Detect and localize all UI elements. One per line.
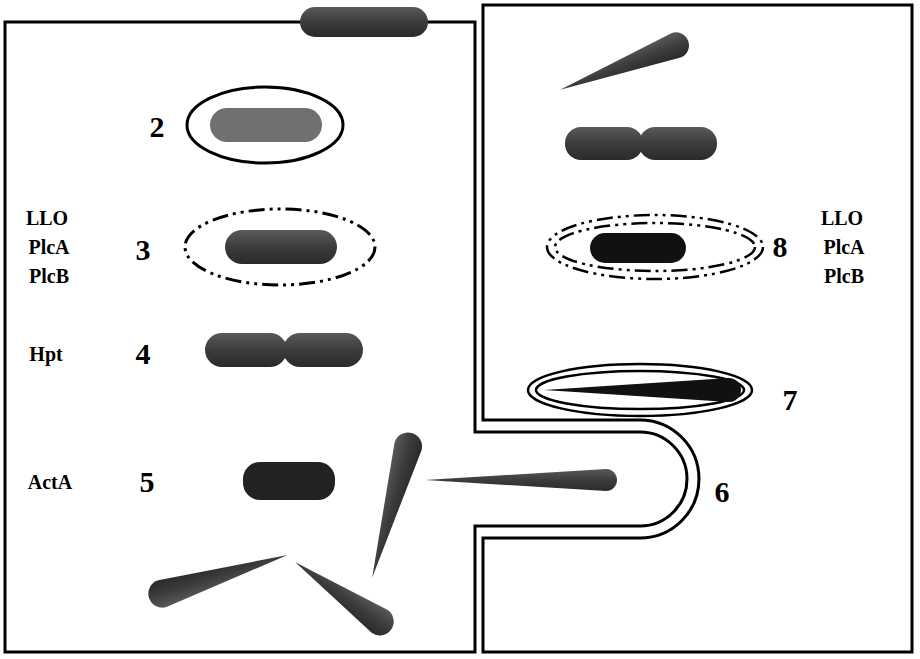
callout-number: 4 xyxy=(136,339,151,369)
actin-comet xyxy=(556,29,693,102)
vacuole-lysis xyxy=(185,209,375,285)
protein-label: LLO xyxy=(821,208,863,228)
protein-label: PlcA xyxy=(28,237,69,257)
double-vacuole xyxy=(528,364,752,416)
protein-label: ActA xyxy=(28,472,72,492)
callout-number: 5 xyxy=(140,467,155,497)
vacuole xyxy=(187,87,343,163)
protein-label: LLO xyxy=(26,208,68,228)
bacterium xyxy=(210,108,322,142)
actin-comet xyxy=(544,378,741,402)
host-cell xyxy=(483,5,912,652)
actin-comet xyxy=(359,429,426,581)
callout-number: 8 xyxy=(773,232,788,262)
protein-label: PlcB xyxy=(824,266,864,286)
bacterium xyxy=(225,230,337,264)
host-cell xyxy=(5,22,687,652)
callout-number: 3 xyxy=(136,235,151,265)
actin-comet xyxy=(425,469,617,491)
bacterium xyxy=(205,333,287,367)
bacterium xyxy=(565,127,643,160)
double-vacuole-lysis xyxy=(547,215,763,279)
protein-label: PlcB xyxy=(29,266,69,286)
protein-label: Hpt xyxy=(29,344,62,364)
bacterium xyxy=(590,233,686,263)
callout-number: 7 xyxy=(783,385,798,415)
bacterium xyxy=(243,462,335,500)
bacterium xyxy=(300,7,428,37)
actin-comet xyxy=(145,542,292,611)
callout-number: 6 xyxy=(715,477,730,507)
protein-label: PlcA xyxy=(823,237,864,257)
bacterium xyxy=(283,333,363,367)
double-vacuole xyxy=(536,371,744,409)
bacterium xyxy=(639,127,717,160)
double-vacuole-lysis xyxy=(555,223,755,271)
callout-number: 2 xyxy=(150,112,165,142)
actin-comet xyxy=(287,551,399,641)
